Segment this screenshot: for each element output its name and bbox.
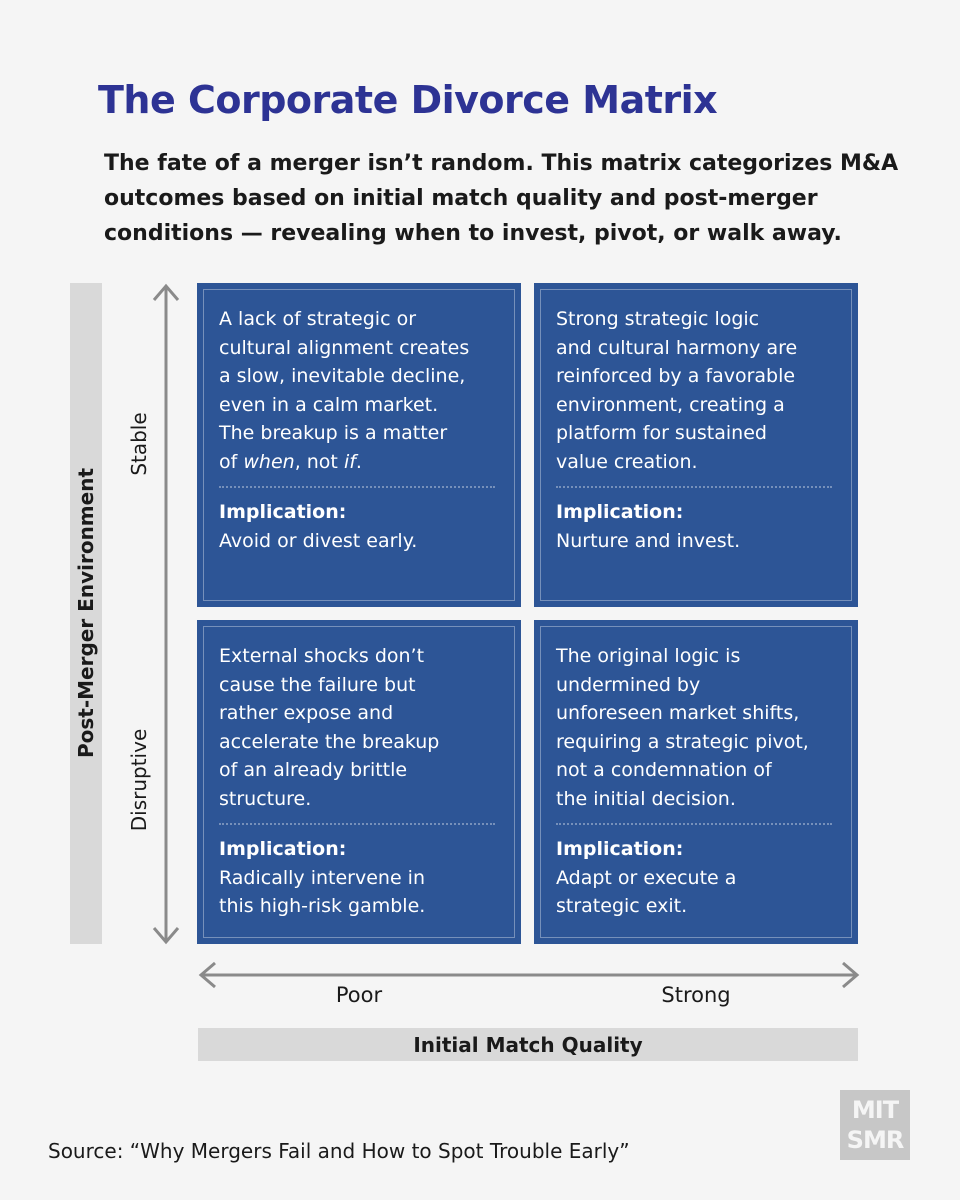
implication-text: Nurture and invest.	[556, 529, 741, 552]
quadrant-description: Strong strategic logic and cultural harm…	[556, 308, 798, 473]
implication-label: Implication:	[556, 501, 684, 523]
page-title: The Corporate Divorce Matrix	[98, 78, 718, 122]
quadrant-poor-stable: A lack of strategic or cultural alignmen…	[197, 283, 521, 607]
implication-label: Implication:	[556, 838, 684, 860]
page-subtitle: The fate of a merger isn’t random. This …	[104, 151, 899, 246]
quadrant-description: The original logic is undermined by unfo…	[556, 645, 809, 810]
x-axis-strong-label: Strong	[661, 983, 731, 1007]
dotted-divider	[556, 823, 832, 825]
x-axis-band: Initial Match Quality	[198, 1028, 858, 1061]
y-axis-label: Post-Merger Environment	[74, 467, 98, 759]
quadrant-description: External shocks don’t cause the failure …	[219, 645, 440, 810]
implication-label: Implication:	[219, 838, 347, 860]
implication-text: Radically intervene in this high-risk ga…	[219, 866, 426, 918]
dotted-divider	[556, 486, 832, 488]
implication-text: Adapt or execute a strategic exit.	[556, 866, 737, 918]
quadrant-strong-stable: Strong strategic logic and cultural harm…	[534, 283, 858, 607]
x-axis-label: Initial Match Quality	[413, 1032, 643, 1057]
x-axis-poor-label: Poor	[335, 983, 383, 1007]
quadrant-poor-disruptive: External shocks don’t cause the failure …	[197, 620, 521, 944]
vertical-double-arrow	[152, 283, 180, 945]
dotted-divider	[219, 486, 495, 488]
source-citation: Source: “Why Mergers Fail and How to Spo…	[48, 1139, 630, 1163]
y-axis-band	[70, 283, 102, 944]
quadrant-strong-disruptive: The original logic is undermined by unfo…	[534, 620, 858, 944]
quadrant-description: A lack of strategic or cultural alignmen…	[219, 308, 470, 473]
dotted-divider	[219, 823, 495, 825]
mit-smr-logo: MIT SMR	[840, 1090, 910, 1160]
implication-text: Avoid or divest early.	[219, 529, 418, 552]
horizontal-double-arrow	[198, 961, 860, 989]
implication-label: Implication:	[219, 501, 347, 523]
